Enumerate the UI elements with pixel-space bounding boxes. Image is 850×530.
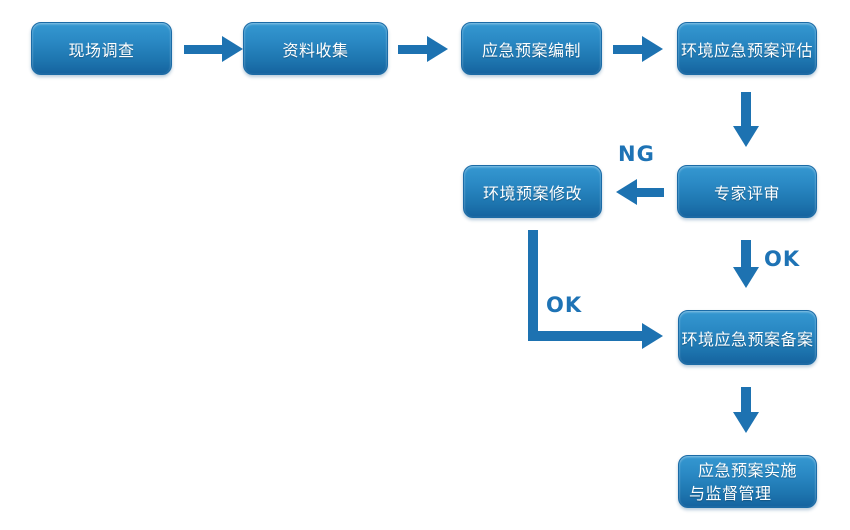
arrow-evaluation-to-review bbox=[733, 92, 759, 147]
node-site-survey: 现场调查 bbox=[31, 22, 172, 75]
node-label: 资料收集 bbox=[282, 40, 349, 60]
node-label-line-2: 与监督管理 bbox=[689, 483, 772, 503]
edge-label-ng: NG bbox=[618, 142, 655, 166]
node-label: 环境应急预案评估 bbox=[680, 40, 813, 60]
arrow-shaft bbox=[184, 44, 224, 54]
arrow-shaft bbox=[741, 92, 751, 128]
arrow-shaft bbox=[741, 387, 751, 414]
arrow-head bbox=[642, 323, 663, 349]
node-plan-revision: 环境预案修改 bbox=[463, 165, 602, 218]
arrow-head bbox=[616, 179, 637, 205]
arrow-head bbox=[733, 126, 759, 147]
arrow-filing-to-implementation bbox=[733, 387, 759, 433]
node-implementation: 应急预案实施 与监督管理 bbox=[678, 455, 817, 508]
arrow-revision-to-filing bbox=[528, 230, 665, 349]
node-label: 环境预案修改 bbox=[482, 183, 582, 203]
node-data-collection: 资料收集 bbox=[243, 22, 388, 75]
arrow-review-to-revision bbox=[616, 179, 664, 205]
arrow-head bbox=[733, 267, 759, 288]
connector-vertical-bar bbox=[528, 230, 538, 341]
arrow-shaft bbox=[741, 240, 751, 269]
arrow-shaft bbox=[613, 44, 644, 54]
arrow-review-to-filing bbox=[733, 240, 759, 288]
arrow-head bbox=[642, 36, 663, 62]
arrow-head bbox=[733, 412, 759, 433]
arrow-shaft bbox=[635, 187, 664, 197]
node-label: 环境应急预案备案 bbox=[681, 329, 814, 349]
node-plan-filing: 环境应急预案备案 bbox=[678, 310, 817, 365]
connector-horizontal-bar bbox=[528, 331, 644, 341]
arrow-shaft bbox=[398, 44, 429, 54]
node-label: 现场调查 bbox=[68, 40, 135, 60]
arrow-compilation-to-evaluation bbox=[613, 36, 663, 62]
arrow-head bbox=[427, 36, 448, 62]
node-expert-review: 专家评审 bbox=[677, 165, 817, 218]
node-label-line-1: 应急预案实施 bbox=[698, 460, 798, 480]
edge-label-ok-revision: OK bbox=[546, 293, 583, 317]
edge-label-ok-review: OK bbox=[764, 247, 801, 271]
arrow-collection-to-compilation bbox=[398, 36, 448, 62]
node-plan-evaluation: 环境应急预案评估 bbox=[677, 22, 817, 75]
arrow-head bbox=[222, 36, 243, 62]
arrow-survey-to-collection bbox=[184, 36, 243, 62]
node-plan-compilation: 应急预案编制 bbox=[461, 22, 602, 75]
node-label: 专家评审 bbox=[713, 183, 780, 203]
node-label: 应急预案编制 bbox=[481, 40, 581, 60]
